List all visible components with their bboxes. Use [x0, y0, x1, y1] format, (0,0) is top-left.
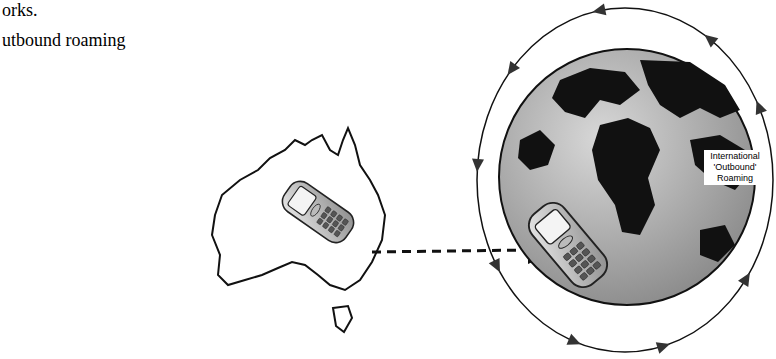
mobile-phone	[523, 197, 614, 294]
australia-map	[212, 128, 385, 332]
ring-arrowhead	[471, 159, 484, 173]
mobile-phone	[277, 176, 358, 247]
ring-arrowhead	[567, 334, 584, 350]
caption-label: International 'Outbound' Roaming	[704, 150, 766, 185]
ring-arrowhead	[738, 270, 755, 287]
ring-arrowhead	[503, 61, 520, 79]
roaming-ring	[477, 8, 773, 352]
text-fragment: utbound roaming	[2, 30, 126, 50]
ring-arrowhead	[591, 4, 606, 18]
text-fragment: orks.	[2, 0, 38, 20]
ring-arrowhead	[489, 258, 506, 275]
ring-arrowhead	[701, 30, 719, 48]
ring-arrowhead	[656, 338, 672, 353]
ring-arrowhead	[751, 99, 767, 116]
ring-arrowheads	[471, 4, 767, 354]
dashed-arrow	[372, 250, 530, 252]
